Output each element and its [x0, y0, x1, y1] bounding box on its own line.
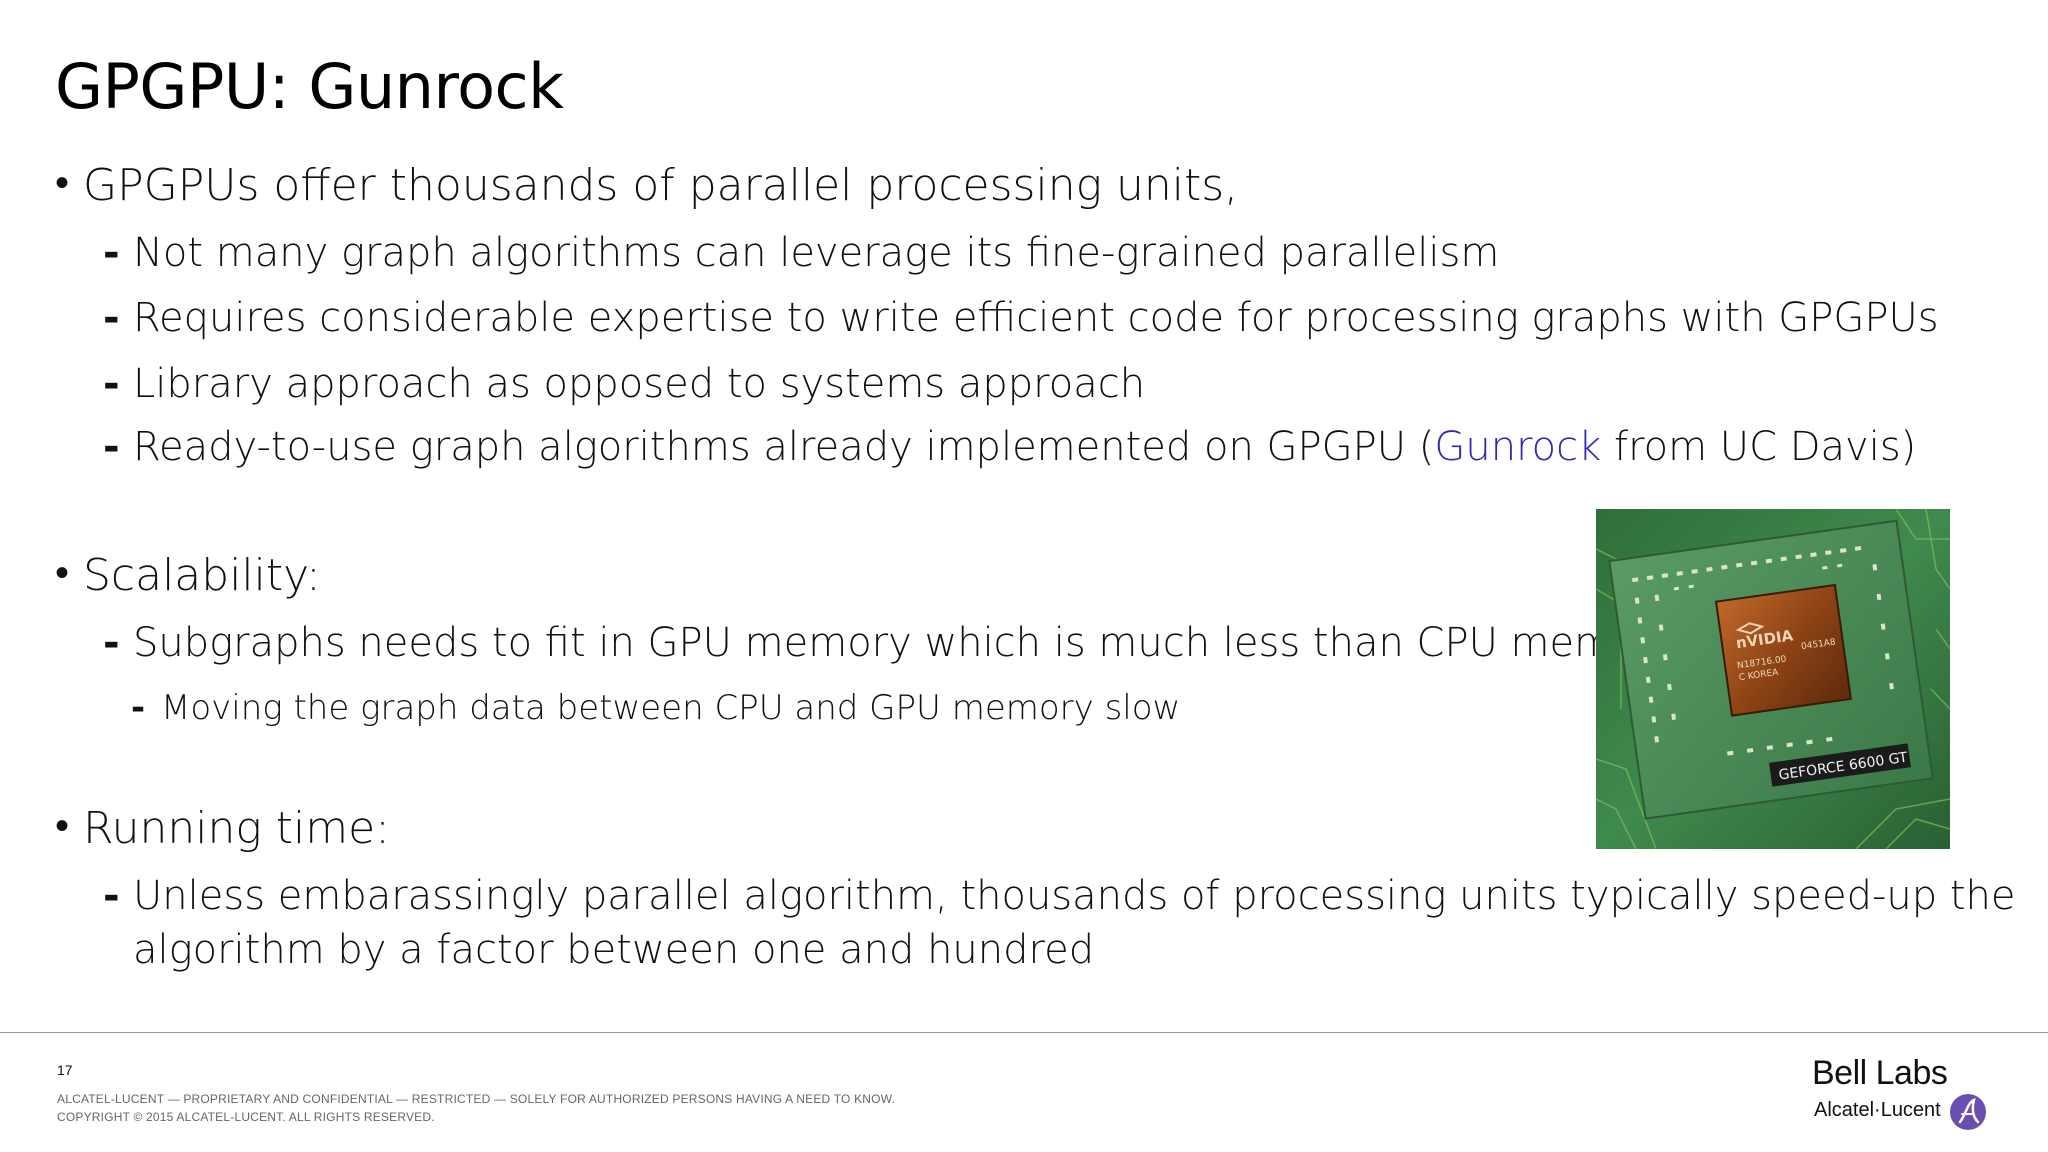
- page-number: 17: [57, 1062, 73, 1078]
- sub-bullet-text: Ready-to-use graph algorithms already im…: [133, 424, 1916, 470]
- bullet-mark: •: [55, 550, 70, 596]
- sub-bullet-text: Not many graph algorithms can leverage i…: [133, 230, 1500, 276]
- chip-code-text-2: 0451A8: [1801, 637, 1837, 652]
- gpu-chip-photo: nVIDIA N18716.00 0451A8 C KOREA GEFORCE …: [1596, 509, 1950, 849]
- sub-bullet-text: Subgraphs needs to fit in GPU memory whi…: [133, 620, 1678, 666]
- sub-bullet-text: Requires considerable expertise to write…: [133, 295, 1939, 341]
- dash-mark: -: [103, 230, 120, 276]
- bullet-mark: •: [55, 160, 70, 206]
- dash-mark: -: [103, 620, 120, 666]
- dash-mark: -: [103, 873, 120, 919]
- dash-mark: -: [103, 424, 120, 470]
- sub-bullet-text: algorithm by a factor between one and hu…: [133, 927, 1095, 973]
- bullet-mark: •: [55, 803, 70, 849]
- sub-bullet-text: Library approach as opposed to systems a…: [133, 361, 1146, 407]
- dash-mark: -: [131, 688, 146, 728]
- bullet-text: Running time:: [83, 803, 390, 854]
- copyright-line: COPYRIGHT © 2015 ALCATEL-LUCENT. ALL RIG…: [57, 1110, 435, 1124]
- legal-notice: ALCATEL-LUCENT — PROPRIETARY AND CONFIDE…: [57, 1090, 895, 1126]
- footer-divider: [0, 1032, 2048, 1033]
- dash-mark: -: [103, 361, 120, 407]
- bullet-text: GPGPUs offer thousands of parallel proce…: [83, 160, 1239, 211]
- dash-mark: -: [103, 295, 120, 341]
- gunrock-link[interactable]: Gunrock: [1434, 424, 1602, 470]
- bell-labs-wordmark: Bell Labs: [1812, 1054, 1948, 1092]
- sub-sub-bullet-text: Moving the graph data between CPU and GP…: [161, 688, 1181, 728]
- text-after-link: from UC Davis): [1601, 424, 1917, 470]
- bullet-text: Scalability:: [83, 550, 321, 601]
- slide-title: GPGPU: Gunrock: [55, 50, 564, 123]
- alcatel-lucent-wordmark: Alcatel·Lucent: [1814, 1099, 1941, 1121]
- sub-bullet-text: Unless embarassingly parallel algorithm,…: [133, 873, 2016, 919]
- text-before-link: Ready-to-use graph algorithms already im…: [133, 424, 1435, 470]
- alcatel-lucent-logo-icon: [1948, 1092, 1988, 1132]
- legal-line: ALCATEL-LUCENT — PROPRIETARY AND CONFIDE…: [57, 1092, 896, 1106]
